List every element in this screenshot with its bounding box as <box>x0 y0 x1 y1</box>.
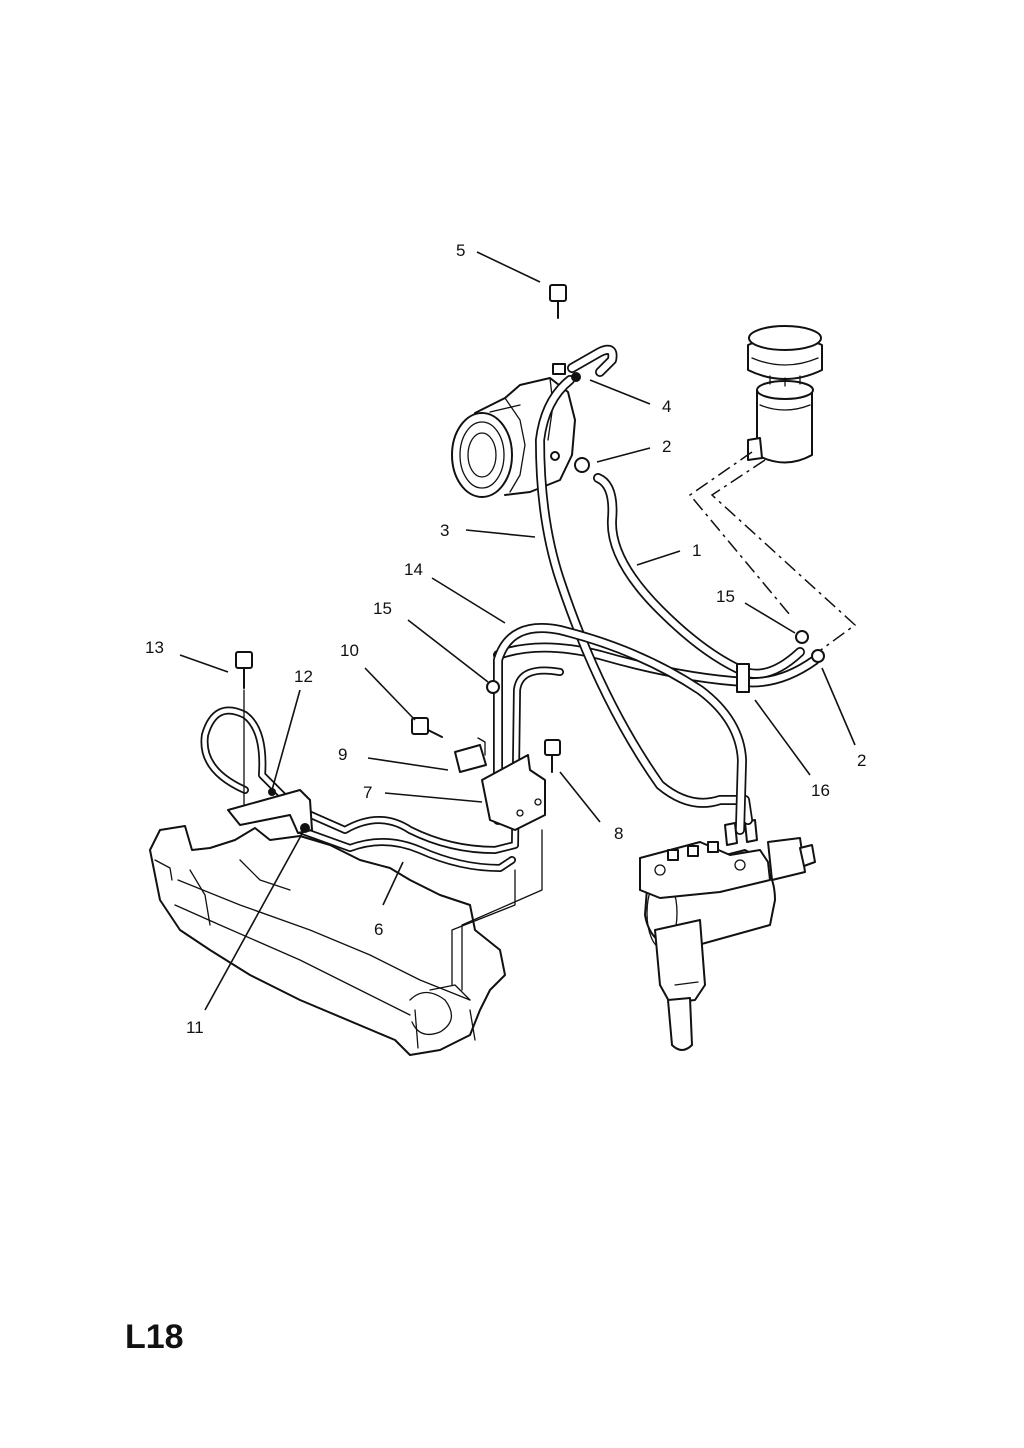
leader-lines <box>179 251 856 1011</box>
bolt-13 <box>235 651 253 806</box>
callout-2: 2 <box>662 437 671 456</box>
callout-10: 10 <box>340 641 359 660</box>
clip-9 <box>454 737 487 773</box>
callout-5: 5 <box>456 241 465 260</box>
callout-16: 16 <box>811 781 830 800</box>
callout-11: 11 <box>186 1018 204 1037</box>
callout-15: 15 <box>373 599 392 618</box>
callout-15: 15 <box>716 587 735 606</box>
cooler-pipes <box>200 666 564 991</box>
hose-clips <box>300 363 825 833</box>
callout-13: 13 <box>145 638 164 657</box>
callout-1: 1 <box>692 541 701 560</box>
bracket-7 <box>481 754 546 831</box>
callout-labels: 5 4 2 3 1 14 15 15 10 13 12 9 7 8 16 2 6… <box>145 241 866 1037</box>
fluid-reservoir <box>747 325 823 464</box>
hoses <box>493 344 820 835</box>
callout-14: 14 <box>404 560 423 579</box>
callout-2: 2 <box>857 751 866 770</box>
callout-7: 7 <box>363 783 372 802</box>
callout-9: 9 <box>338 745 347 764</box>
bolt-5 <box>549 284 567 319</box>
page-code-label: L18 <box>125 1318 184 1356</box>
reservoir-connection-dashed <box>688 451 857 653</box>
front-crossmember <box>149 825 506 1056</box>
callout-8: 8 <box>614 824 623 843</box>
callout-3: 3 <box>440 521 449 540</box>
callout-4: 4 <box>662 397 671 416</box>
callout-6: 6 <box>374 920 383 939</box>
bolt-8 <box>544 739 561 773</box>
bracket-12 <box>227 788 313 834</box>
bolt-10 <box>411 717 443 738</box>
callout-12: 12 <box>294 667 313 686</box>
steering-gear-box <box>639 819 816 1051</box>
